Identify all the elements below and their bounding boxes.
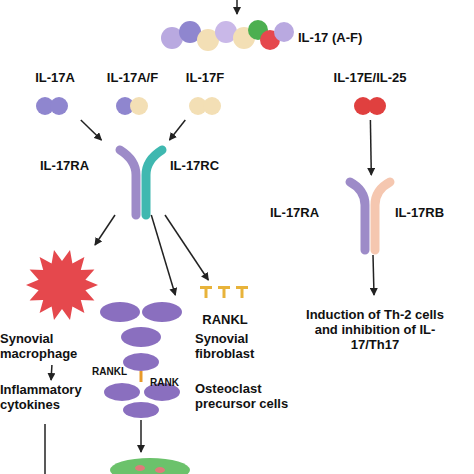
node-label: Inflammatory cytokines <box>0 382 100 412</box>
node-label: IL-17RA <box>270 205 340 220</box>
macrophage-cell <box>26 250 98 320</box>
receptor-complex: IL-17RA IL-17RB <box>270 175 474 255</box>
node-label: IL-17F <box>175 70 235 85</box>
molecule-label: RANKL <box>92 366 127 377</box>
receptor-ra-rb <box>350 182 390 250</box>
cytokine-dimer: IL-17E/IL-25 <box>300 70 440 120</box>
receptor-complex: IL-17RA IL-17RC <box>40 140 240 215</box>
osteoclast-cell <box>110 458 190 474</box>
top-arrow <box>236 0 238 14</box>
signal-arrow <box>50 365 52 380</box>
il17e-dimer <box>354 97 386 115</box>
receptor-ra-rc <box>120 150 162 215</box>
osteoclast-nucleus <box>155 467 165 473</box>
molecule-label: RANK <box>150 377 179 388</box>
cytokine-dimer: IL-17A <box>20 70 90 120</box>
fibroblast-node: Synovial fibroblast <box>95 295 275 360</box>
signal-arrow <box>81 120 102 140</box>
cytokine-down-line <box>44 424 46 474</box>
node-label: RANKL <box>190 312 260 327</box>
rankl-rank-binding <box>140 371 143 382</box>
il17f-dimer <box>189 97 221 115</box>
osteoclast-precursor-cells <box>104 353 180 418</box>
node-label: Osteoclast precursor cells <box>195 381 300 411</box>
fibroblast-cells <box>100 302 182 347</box>
signal-arrow <box>170 120 186 140</box>
macrophage-node: Synovial macrophage <box>0 245 110 365</box>
signal-arrow <box>165 215 208 280</box>
cytokine-dimer: IL-17F <box>175 70 235 120</box>
node-label: IL-17RA <box>40 158 110 173</box>
node-label: IL-17A <box>20 70 90 85</box>
outcome-text: Induction of Th-2 cells and inhibition o… <box>300 295 450 370</box>
node-label: Induction of Th-2 cells and inhibition o… <box>300 307 450 352</box>
node-label: IL-17A/F <box>95 70 170 85</box>
rankl-molecules <box>200 286 248 298</box>
signal-arrow <box>373 255 374 295</box>
node-label: Synovial fibroblast <box>195 331 275 361</box>
osteoclast-nucleus <box>135 465 145 471</box>
cytokine-output: Inflammatory cytokines <box>0 380 100 422</box>
rankl-node: RANKL <box>190 280 260 330</box>
node-label: IL-17 (A-F) <box>298 30 380 45</box>
signal-arrow <box>370 120 372 175</box>
il17a-dimer <box>36 97 68 115</box>
node-label: IL-17RC <box>170 158 240 173</box>
cytokine-dimer: IL-17A/F <box>95 70 170 120</box>
signal-arrow <box>151 215 175 295</box>
cytokine-cluster <box>161 20 294 51</box>
il17af-dimer <box>116 97 148 115</box>
node-label: IL-17E/IL-25 <box>300 70 440 85</box>
node-label: IL-17RB <box>395 205 474 220</box>
node-label: Synovial macrophage <box>0 331 100 361</box>
osteoclast-down-arrow <box>140 420 142 452</box>
cytokine-family: IL-17 (A-F) <box>150 18 380 58</box>
signal-arrow <box>95 215 115 245</box>
